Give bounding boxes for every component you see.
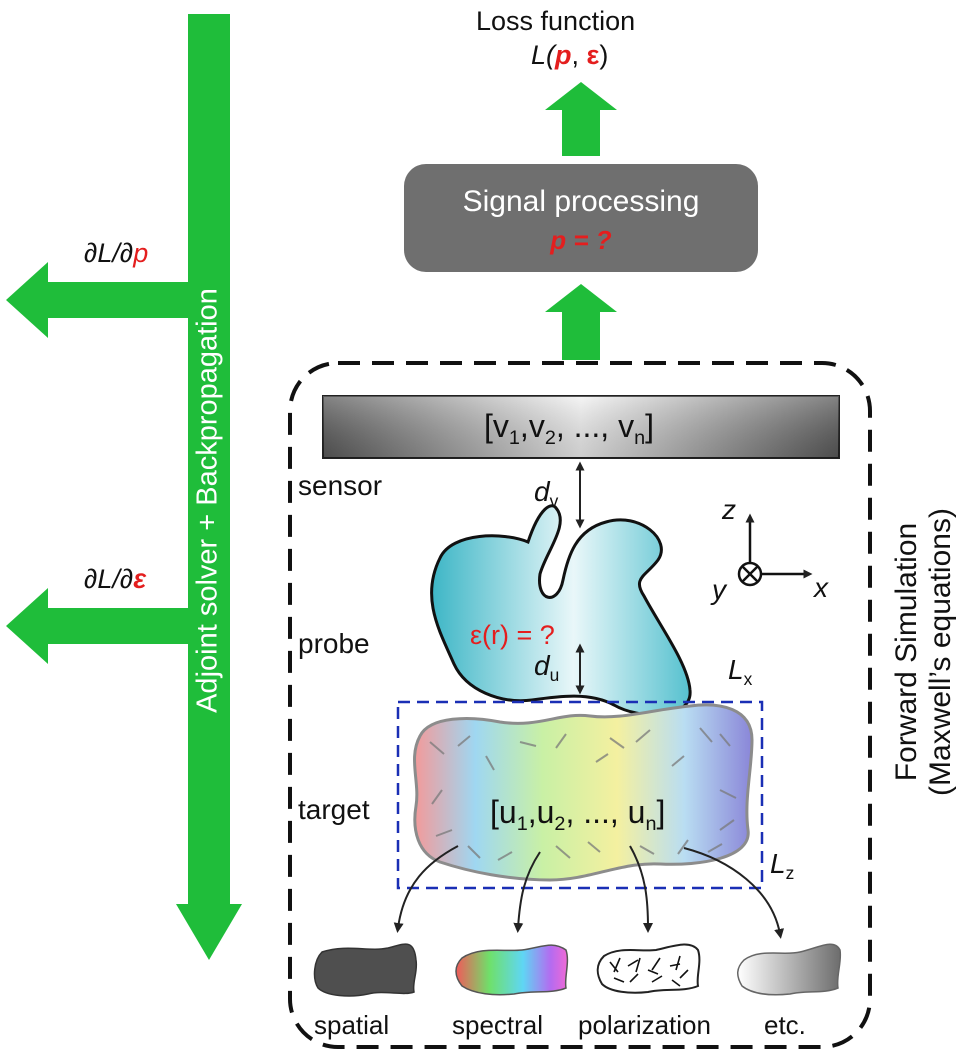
coordinate-axes xyxy=(737,513,813,587)
forward-simulation-box xyxy=(288,361,872,1049)
target-vector-open: [u xyxy=(490,794,517,830)
sensor-sub-n: n xyxy=(634,426,646,449)
du-sub: u xyxy=(549,665,560,686)
gradient-eps-label: ∂L/∂ε xyxy=(84,566,146,593)
modality-spatial: spatial xyxy=(314,1010,390,1040)
lx-sub: x xyxy=(743,669,753,690)
modality-etc: etc. xyxy=(764,1010,806,1040)
gradient-eps-prefix: ∂L/∂ xyxy=(84,564,134,594)
gradient-eps-var: ε xyxy=(133,564,147,594)
target-sub-n: n xyxy=(645,812,657,835)
probe-epsilon: ε(r) = ? xyxy=(470,620,555,650)
gradient-p-var: p xyxy=(133,238,149,268)
target-vector-part: , ..., u xyxy=(565,794,646,830)
up-arrow-to-loss xyxy=(545,82,617,156)
loss-formula-suffix: ) xyxy=(599,40,609,70)
target-region xyxy=(396,700,764,890)
sensor-vector-open: [v xyxy=(484,408,509,444)
sensor-vector-part: ,v xyxy=(519,408,545,444)
lz-sub: z xyxy=(785,863,795,884)
loss-formula-eps: ε xyxy=(586,40,600,70)
lz-l: L xyxy=(770,848,786,879)
modality-polarization: polarization xyxy=(578,1010,711,1040)
sensor-bar xyxy=(322,395,840,459)
forward-simulation-line1: Forward Simulation xyxy=(890,522,923,782)
up-arrow-to-processing xyxy=(545,284,617,360)
forward-simulation-line2: (Maxwell’s equations) xyxy=(924,508,957,796)
lx-l: L xyxy=(728,654,744,685)
target-vector-part: ,u xyxy=(527,794,555,830)
spatial-shape xyxy=(313,943,418,997)
dv-label: dv xyxy=(534,476,558,510)
sensor-label: sensor xyxy=(298,470,383,501)
loss-formula: L(p, ε) xyxy=(531,42,608,69)
axis-z-label: z xyxy=(722,494,736,525)
target-vector: [u1,u2, ..., un] xyxy=(490,794,666,834)
sensor-vector: [v1,v2, ..., vn] xyxy=(484,408,654,448)
sensor-vector-part: , ..., v xyxy=(555,408,635,444)
lz-label: Lz xyxy=(770,848,794,882)
sensor-sub-1: 1 xyxy=(508,426,520,449)
signal-processing-box xyxy=(404,164,758,272)
loss-formula-p: p xyxy=(555,40,572,70)
spectral-shape xyxy=(455,944,569,996)
probe-label: probe xyxy=(298,628,370,659)
gradient-p-label: ∂L/∂p xyxy=(84,240,148,267)
loss-formula-sep: , xyxy=(571,40,587,70)
target-sub-1: 1 xyxy=(516,812,528,835)
sensor-sub-2: 2 xyxy=(544,426,556,449)
sensor-vector-close: ] xyxy=(645,408,654,444)
adjoint-label: Adjoint solver + Backpropagation xyxy=(191,288,224,713)
modality-spectral: spectral xyxy=(452,1010,544,1040)
target-field-arrows xyxy=(429,727,737,861)
target-label: target xyxy=(298,794,370,825)
loss-title: Loss function xyxy=(476,6,636,36)
lx-label: Lx xyxy=(728,654,752,688)
axis-y-label: y xyxy=(712,574,726,605)
signal-processing-title: Signal processing xyxy=(462,185,700,218)
polarization-shape xyxy=(596,943,701,994)
du-label: du xyxy=(534,650,559,684)
forward-simulation-label: Forward Simulation (Maxwell’s equations) xyxy=(890,392,957,912)
adjoint-arrow xyxy=(176,14,242,960)
gradient-p-prefix: ∂L/∂ xyxy=(84,238,134,268)
probe-shape xyxy=(430,504,692,717)
gradient-p-arrow xyxy=(6,262,188,338)
signal-processing-question: p = ? xyxy=(550,225,612,255)
gradient-eps-arrow xyxy=(6,588,188,664)
modality-arrows xyxy=(393,845,785,939)
loss-formula-prefix: L( xyxy=(531,40,556,70)
etc-shape xyxy=(737,943,842,996)
target-vector-close: ] xyxy=(656,794,666,830)
target-sub-2: 2 xyxy=(554,812,566,835)
dv-sub: v xyxy=(549,491,559,512)
axis-x-label: x xyxy=(814,572,828,603)
dv-d: d xyxy=(534,476,550,507)
du-d: d xyxy=(534,650,550,681)
